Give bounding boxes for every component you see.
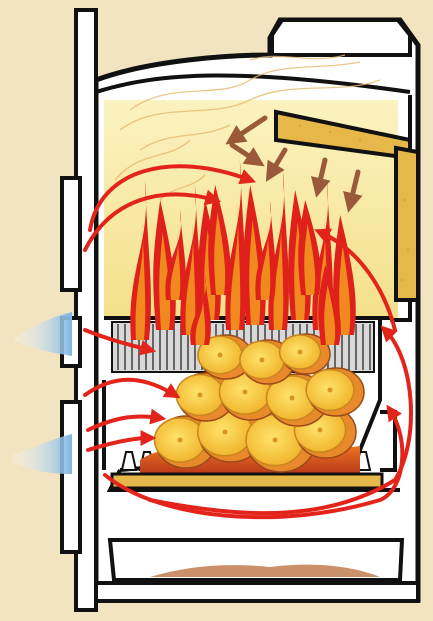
log-core: [318, 428, 323, 433]
log-core: [198, 393, 203, 398]
log-core: [260, 358, 265, 363]
log-core: [223, 430, 228, 435]
log-core: [290, 396, 295, 401]
log-core: [243, 390, 248, 395]
ember-base: [112, 474, 382, 488]
log-core: [298, 350, 303, 355]
log-core: [273, 438, 278, 443]
log-core: [218, 353, 223, 358]
primary-air-inlet: [14, 312, 72, 356]
log-core: [178, 438, 183, 443]
log-core: [328, 388, 333, 393]
ash-pan: [110, 540, 402, 580]
secondary-air-inlet: [12, 434, 72, 474]
